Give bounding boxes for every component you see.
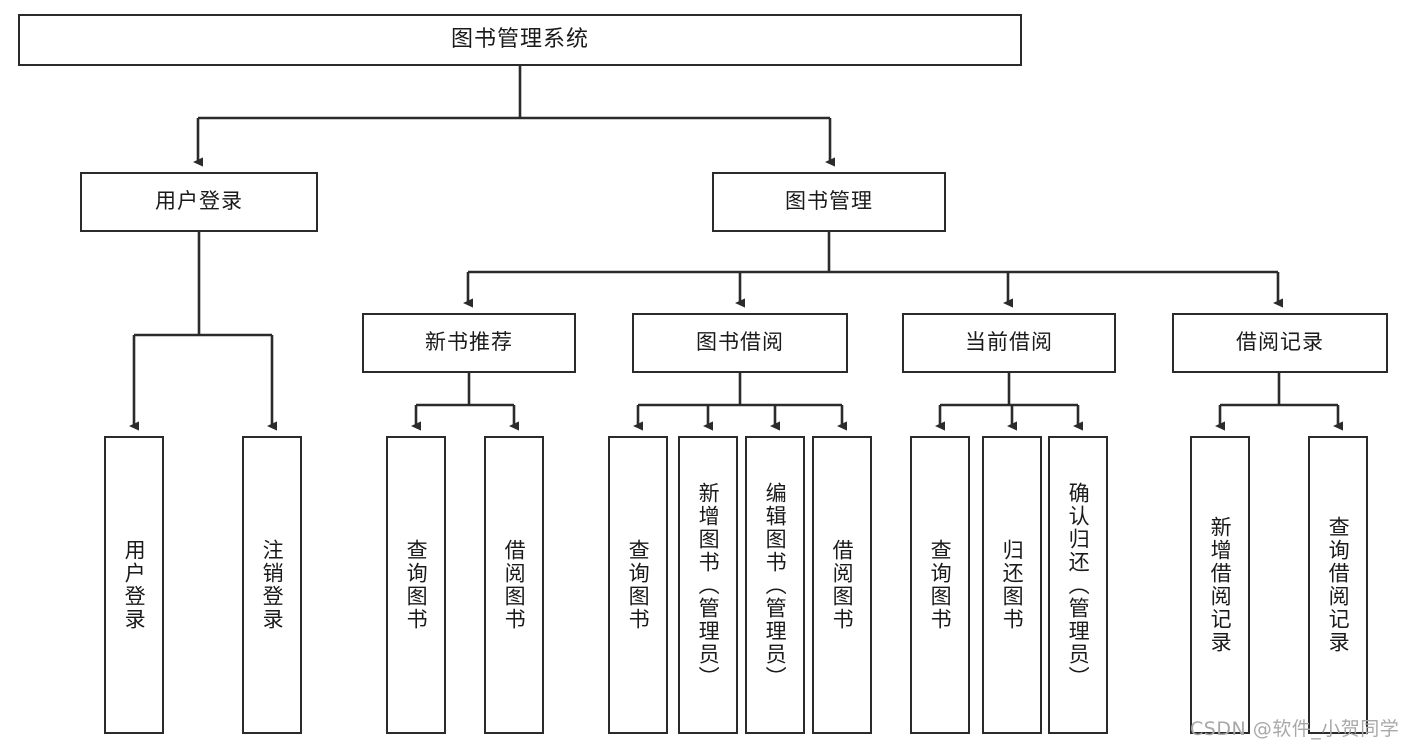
leaf-label: 借阅图书: [830, 539, 855, 631]
node-leaf-query-book-3[interactable]: 查询图书: [910, 436, 970, 734]
node-new-book-recommend[interactable]: 新书推荐: [362, 313, 576, 373]
leaf-label: 注销登录: [260, 539, 285, 631]
leaf-label: 查询图书: [928, 539, 953, 631]
node-borrow-record[interactable]: 借阅记录: [1172, 313, 1388, 373]
node-current-borrow[interactable]: 当前借阅: [902, 313, 1116, 373]
node-book-manage[interactable]: 图书管理: [712, 172, 946, 232]
node-leaf-add-borrow-record[interactable]: 新增借阅记录: [1190, 436, 1250, 734]
node-book-borrow[interactable]: 图书借阅: [632, 313, 848, 373]
node-leaf-edit-book-admin[interactable]: 编辑图书（管理员）: [745, 436, 805, 734]
node-leaf-add-book-admin[interactable]: 新增图书（管理员）: [678, 436, 738, 734]
leaf-label: 新增图书（管理员）: [696, 481, 721, 689]
leaf-label: 新增借阅记录: [1208, 516, 1233, 654]
connector-book-borrow-to-leaves: [633, 373, 847, 431]
leaf-label: 查询图书: [626, 539, 651, 631]
leaf-label: 用户登录: [122, 539, 147, 631]
node-leaf-confirm-return-admin[interactable]: 确认归还（管理员）: [1048, 436, 1108, 734]
watermark-text: CSDN @软件_小贺同学: [1190, 718, 1400, 740]
leaf-label: 归还图书: [1000, 539, 1025, 631]
node-leaf-borrow-book-1[interactable]: 借阅图书: [484, 436, 544, 734]
connector-root-to-level1: [193, 66, 835, 167]
leaf-label: 查询借阅记录: [1326, 516, 1351, 654]
node-leaf-query-book-2[interactable]: 查询图书: [608, 436, 668, 734]
connector-borrow-record-to-leaves: [1215, 373, 1343, 431]
node-leaf-query-borrow-record[interactable]: 查询借阅记录: [1308, 436, 1368, 734]
node-leaf-logout-login[interactable]: 注销登录: [242, 436, 302, 734]
leaf-label: 编辑图书（管理员）: [763, 481, 788, 689]
leaf-label: 查询图书: [404, 539, 429, 631]
node-leaf-user-login[interactable]: 用户登录: [104, 436, 164, 734]
node-leaf-borrow-book-2[interactable]: 借阅图书: [812, 436, 872, 734]
connector-current-borrow-to-leaves: [935, 373, 1083, 431]
node-root[interactable]: 图书管理系统: [18, 14, 1022, 66]
connector-user-login-to-leaves: [129, 232, 277, 431]
leaf-label: 确认归还（管理员）: [1066, 481, 1091, 689]
node-leaf-query-book-1[interactable]: 查询图书: [386, 436, 446, 734]
connector-new-book-to-leaves: [411, 373, 519, 431]
node-user-login[interactable]: 用户登录: [80, 172, 318, 232]
leaf-label: 借阅图书: [502, 539, 527, 631]
node-leaf-return-book[interactable]: 归还图书: [982, 436, 1042, 734]
connector-book-manage-to-level2: [463, 232, 1283, 308]
